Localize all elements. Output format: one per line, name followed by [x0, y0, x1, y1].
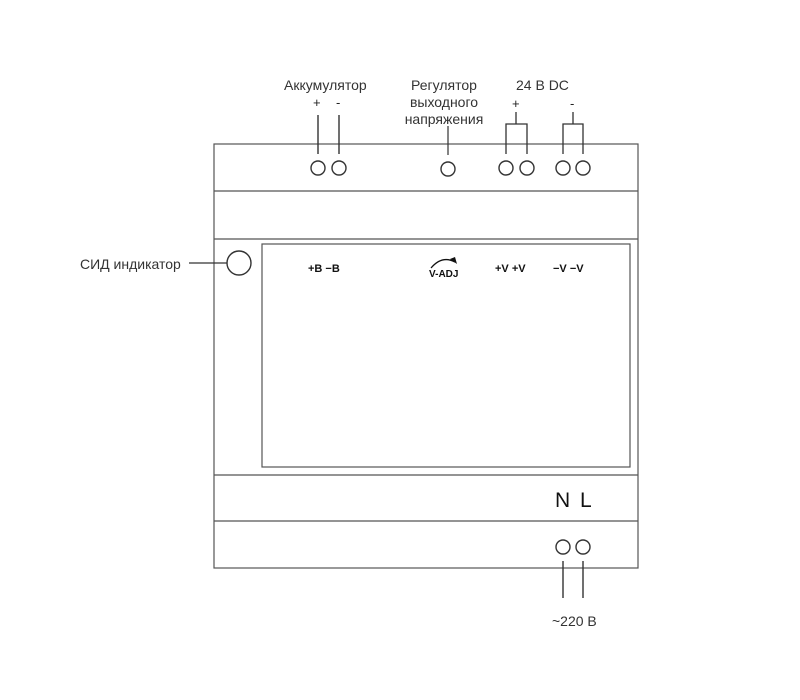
panel-vminus-mark: −V −V	[553, 263, 584, 275]
mains-n-terminal	[555, 539, 571, 555]
output-plus-sign: +	[512, 96, 520, 111]
output-label: 24 В DC	[516, 77, 569, 93]
vplus-bracket	[505, 123, 528, 154]
panel-vadj-mark: V-ADJ	[429, 269, 459, 280]
battery-minus-sign: -	[336, 95, 341, 110]
panel-vplus-mark: +V +V	[495, 263, 526, 275]
vadj-arrow	[430, 258, 456, 269]
vminus-terminal-2	[575, 160, 591, 176]
led-indicator	[226, 250, 252, 276]
vminus-bracket	[562, 123, 584, 154]
vminus-terminal-1	[555, 160, 571, 176]
vplus-terminal-2	[519, 160, 535, 176]
output-minus-sign: -	[570, 96, 575, 111]
battery-plus-sign: +	[313, 95, 321, 110]
led-label: СИД индикатор	[80, 256, 181, 272]
mains-label: ~220 В	[552, 613, 597, 629]
battery-minus-terminal	[331, 160, 347, 176]
vadj-arrowhead	[450, 257, 457, 264]
voltage-regulator-knob	[440, 161, 456, 177]
device-housing	[213, 143, 639, 569]
panel-battery-mark: +B −B	[308, 263, 340, 275]
battery-label: Аккумулятор	[284, 77, 367, 93]
regulator-label-line3: напряжения	[404, 111, 484, 127]
regulator-label-line1: Регулятор	[411, 77, 477, 93]
battery-plus-terminal	[310, 160, 326, 176]
regulator-label-line2: выходного	[409, 94, 479, 110]
panel-nl-mark: N L	[555, 489, 594, 512]
mains-l-terminal	[575, 539, 591, 555]
front-panel	[261, 243, 631, 468]
vplus-terminal-1	[498, 160, 514, 176]
